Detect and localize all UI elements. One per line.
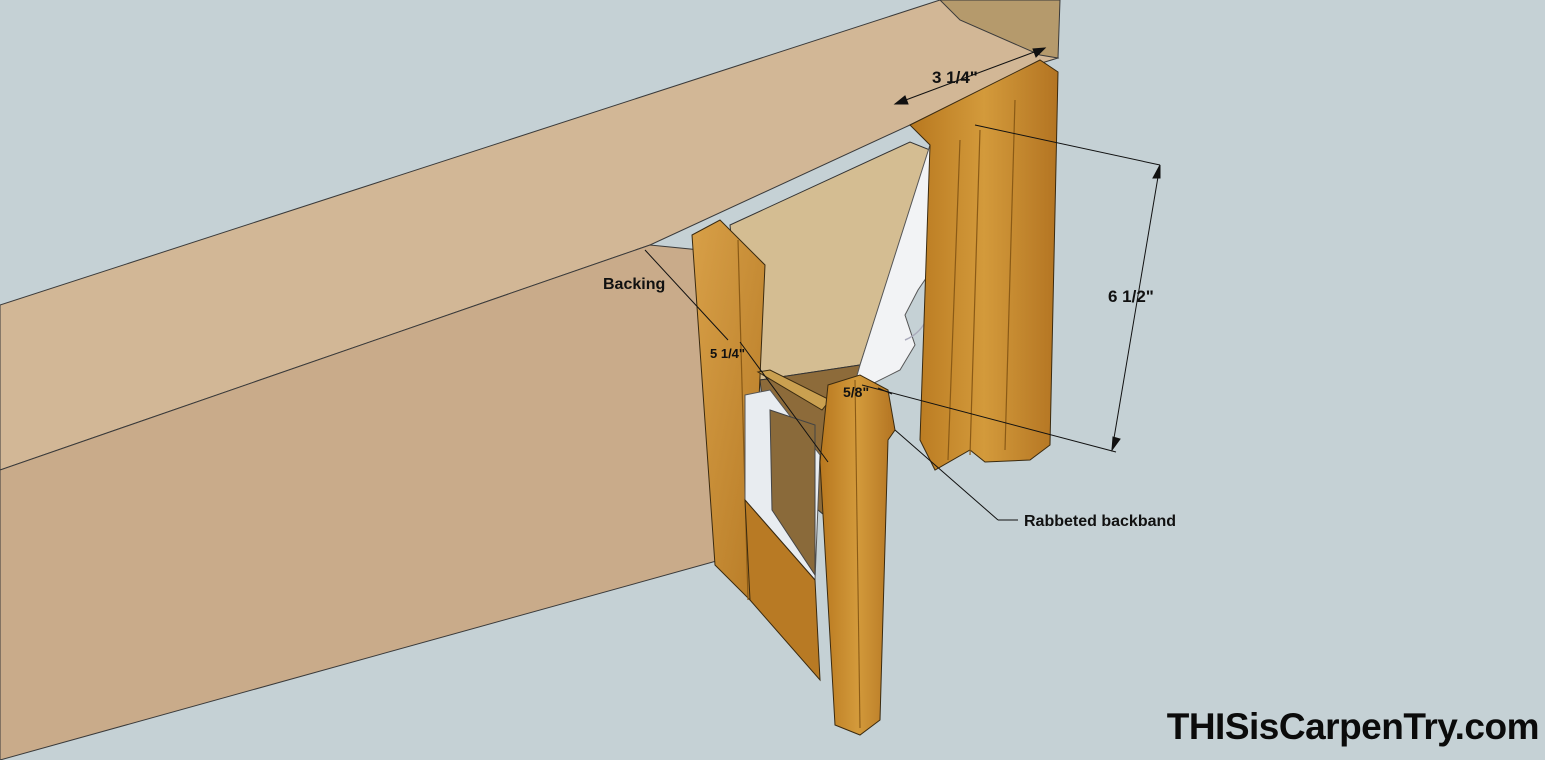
board-cut-edge [939,0,1061,59]
dimension-height: 6 1/2" [1108,287,1154,306]
site-logo: THISisCarpenTry.com [1166,706,1540,747]
dimension-thickness: 5/8" [843,384,870,400]
dimension-lines [644,47,1161,521]
dimension-top-width: 3 1/4" [932,68,978,87]
lower-panel [744,498,821,682]
rabbeted-backband-upright [909,59,1059,471]
dimension-casing-width: 5 1/4" [710,346,746,361]
backband-label: Rabbeted backband [1024,513,1177,530]
backing-label: Backing [603,276,666,293]
